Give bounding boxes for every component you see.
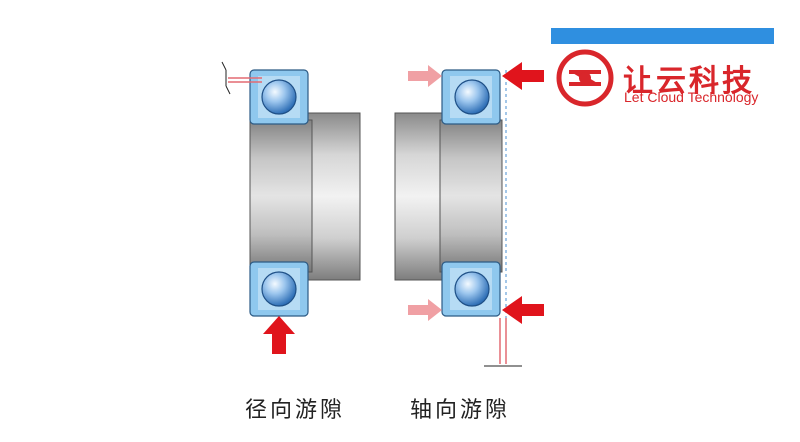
left-bearing [221,61,361,354]
axial-clearance-marker [484,318,522,367]
right-bearing [394,62,544,367]
brand-name: 让云科技 [623,64,755,99]
right-ball-bottom [454,271,490,307]
axial-push-arrow-bottom-icon [408,299,442,321]
radial-clearance-caption: 径向游隙 [245,398,346,423]
right-ball-top [454,79,490,115]
left-ball-bottom [261,271,297,307]
brand-color-bar [551,28,774,44]
left-ball-top [261,79,297,115]
axial-push-arrow-top-icon [408,65,442,87]
let-cloud-logo-icon [556,49,614,107]
radial-clearance-marker [221,61,262,95]
axial-clearance-caption: 轴向游隙 [410,398,511,423]
axial-force-arrow-top-icon [502,62,544,90]
brand-tagline: Let Cloud Technology [624,89,759,105]
axial-force-arrow-bottom-icon [502,296,544,324]
radial-force-arrow-icon [263,316,295,354]
